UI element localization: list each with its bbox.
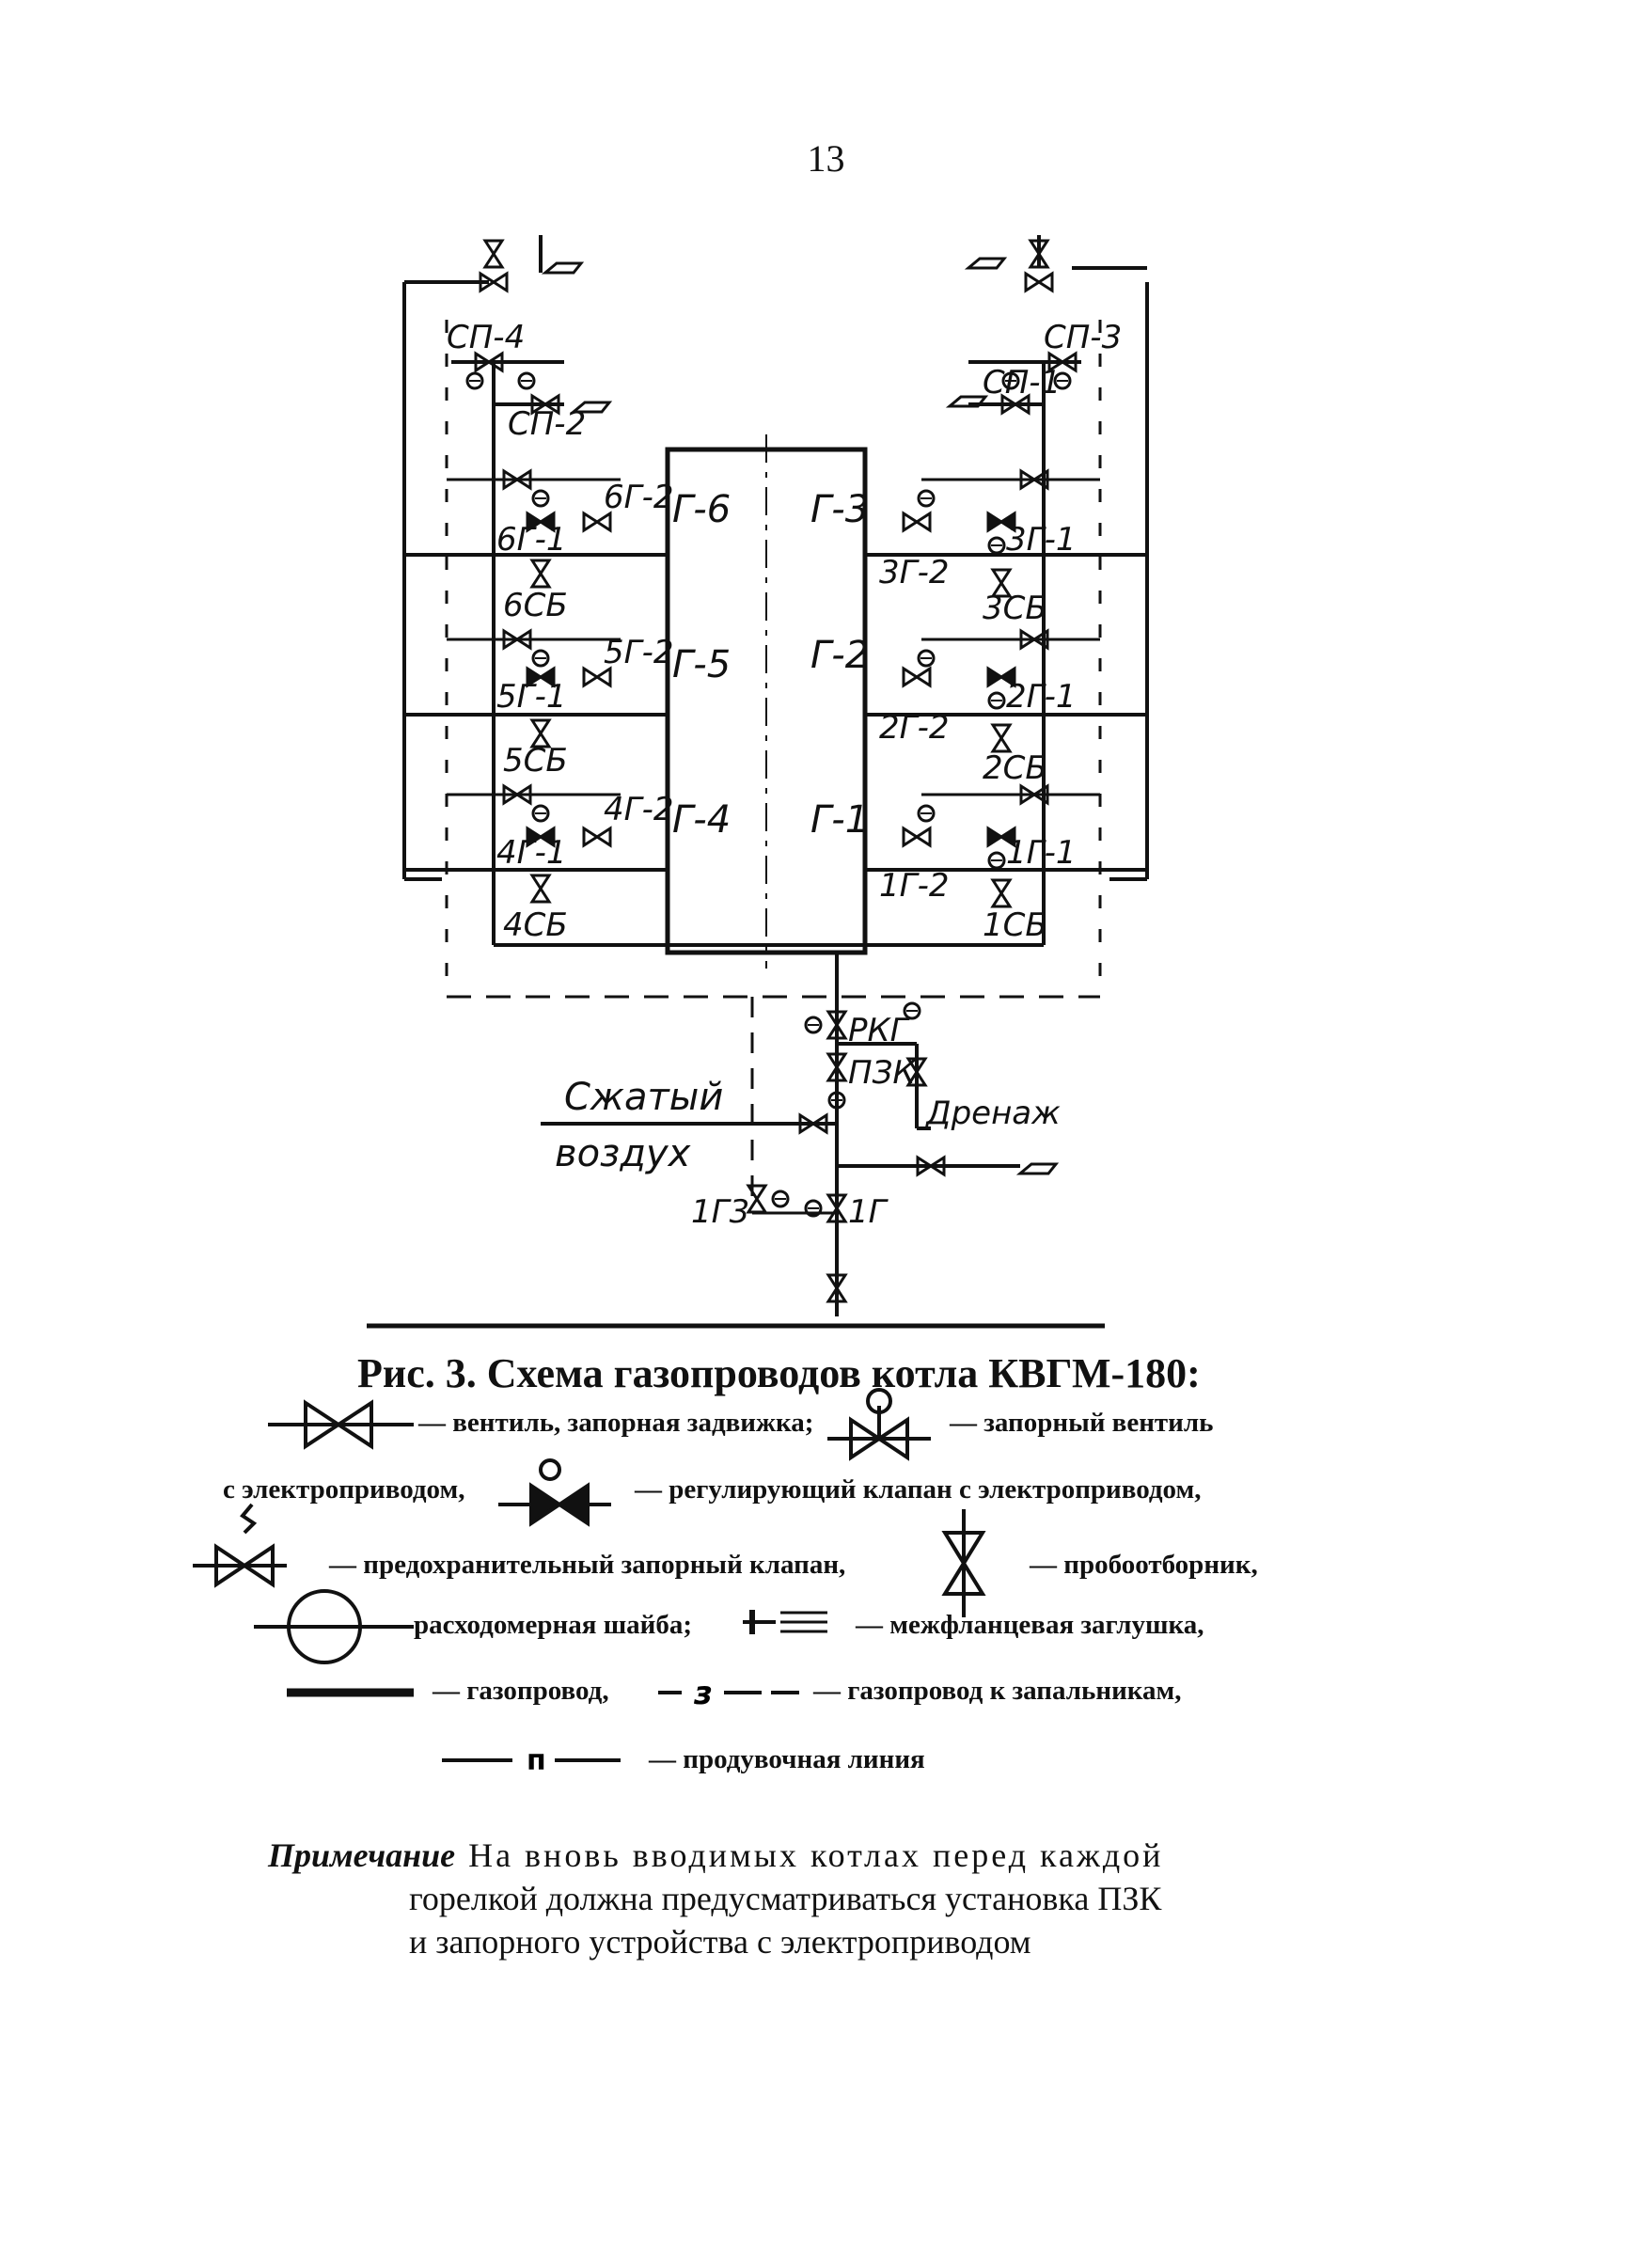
label-5g2: 5Г-2 <box>604 634 673 671</box>
note-label: Примечание <box>268 1836 456 1874</box>
label-g1: Г-1 <box>810 798 869 842</box>
label-5sb: 5СБ <box>503 742 568 780</box>
label-2g1: 2Г-1 <box>1006 678 1076 716</box>
label-pzk: ПЗК <box>848 1054 917 1092</box>
label-6g1: 6Г-1 <box>496 521 566 559</box>
label-6sb: 6СБ <box>503 587 568 624</box>
legend-symbols <box>193 1388 986 1762</box>
label-5g1: 5Г-1 <box>496 678 566 716</box>
legend-purge-mark: п <box>527 1744 546 1777</box>
label-air-1: Сжатый <box>564 1076 723 1119</box>
label-1sb: 1СБ <box>983 906 1047 944</box>
label-sp1: СП-1 <box>983 364 1061 402</box>
label-1g1: 1Г-1 <box>1006 834 1076 872</box>
note-line-3: и запорного устройства с электроприводом <box>409 1923 1031 1961</box>
legend-valve: — вентиль, запорная задвижка; <box>418 1408 814 1438</box>
label-g4: Г-4 <box>672 798 731 842</box>
legend-igniter-mark: з <box>693 1675 713 1712</box>
note-line-2: горелкой должна предусматриваться устано… <box>409 1880 1162 1917</box>
note: Примечание На вновь вводимых котлах перед… <box>268 1834 1396 1963</box>
label-rkg: РКГ <box>848 1012 911 1049</box>
label-3g2: 3Г-2 <box>879 554 949 591</box>
label-2g2: 2Г-2 <box>879 709 949 747</box>
label-g3: Г-3 <box>810 488 869 531</box>
label-sp2: СП-2 <box>508 405 586 443</box>
legend-shutoff-valve-b: с электроприводом, <box>223 1474 465 1505</box>
label-2sb: 2СБ <box>983 749 1047 787</box>
label-g2: Г-2 <box>810 634 869 677</box>
label-sp4: СП-4 <box>447 319 525 356</box>
legend-sampler: — пробоотборник, <box>1030 1550 1258 1580</box>
label-4sb: 4СБ <box>503 906 568 944</box>
label-1g2: 1Г-2 <box>879 867 949 905</box>
page-number: 13 <box>807 137 845 180</box>
legend-flow-washer: расходомерная шайба; <box>414 1610 693 1640</box>
legend-purge-line: — продувочная линия <box>649 1744 925 1774</box>
legend-pipe: — газопровод, <box>433 1676 609 1706</box>
legend-igniter-pipe: — газопровод к запальникам, <box>813 1676 1182 1706</box>
label-3sb: 3СБ <box>983 590 1047 627</box>
legend-control-valve: — регулирующий клапан с электроприводом, <box>635 1474 1202 1505</box>
label-1g3: 1Г3 <box>691 1193 749 1231</box>
label-air-2: воздух <box>555 1132 691 1175</box>
label-3g1: 3Г-1 <box>1006 521 1076 559</box>
figure-caption: Рис. 3. Схема газопроводов котла КВГМ-18… <box>357 1350 1201 1396</box>
legend-plug: — межфланцевая заглушка, <box>856 1610 1204 1640</box>
note-line-1: На вновь вводимых котлах перед каждой <box>468 1836 1164 1874</box>
label-g6: Г-6 <box>672 488 731 531</box>
legend-shutoff-valve-a: — запорный вентиль <box>950 1408 1214 1438</box>
label-6g2: 6Г-2 <box>604 479 673 516</box>
label-sp3: СП-3 <box>1044 319 1122 356</box>
label-g5: Г-5 <box>672 643 731 686</box>
label-drain: Дренаж <box>924 1095 1061 1132</box>
label-4g2: 4Г-2 <box>604 791 673 828</box>
label-4g1: 4Г-1 <box>496 834 566 872</box>
legend-safety-valve: — предохранительный запорный клапан, <box>329 1550 846 1580</box>
label-1g: 1Г <box>848 1193 889 1231</box>
